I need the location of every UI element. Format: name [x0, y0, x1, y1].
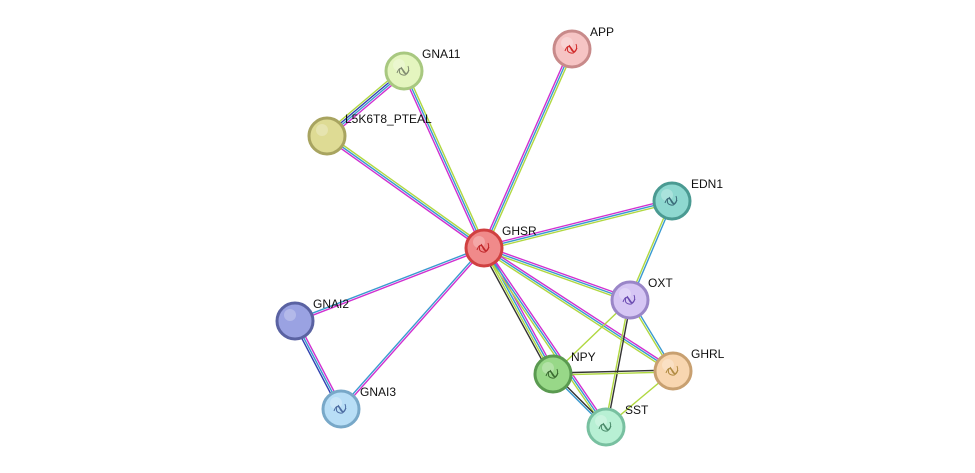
node-label: GNAI2 [313, 297, 349, 311]
edge-ghsr-edn1[interactable] [483, 198, 673, 251]
node-sst[interactable]: SST [586, 403, 649, 447]
node-circle[interactable] [652, 181, 692, 221]
edge-oxt-sst[interactable] [604, 299, 632, 428]
node-highlight [316, 124, 328, 136]
edge-strand [403, 70, 485, 249]
node-edn1[interactable]: EDN1 [652, 177, 723, 221]
edge-strand [483, 198, 672, 247]
node-highlight [542, 362, 554, 374]
node-label: SST [625, 403, 649, 417]
node-circle[interactable] [610, 280, 650, 320]
node-label: GNA11 [422, 47, 461, 61]
edge-ghsr-gna11[interactable] [401, 69, 487, 250]
node-highlight [662, 359, 674, 371]
node-label: L5K6T8_PTEAL [345, 112, 432, 126]
edge-strand [483, 249, 630, 303]
node-app[interactable]: APP [552, 25, 614, 69]
edge-strand [482, 249, 673, 374]
edge-ghsr-npy[interactable] [480, 246, 557, 376]
edge-strand [483, 200, 673, 249]
node-highlight [330, 397, 342, 409]
edge-strand [484, 245, 675, 370]
edge-ghsr-sst[interactable] [481, 246, 609, 429]
edge-strand [486, 246, 557, 373]
node-l5k6t8_pteal[interactable]: L5K6T8_PTEAL [307, 112, 432, 156]
node-gnai2[interactable]: GNAI2 [275, 297, 349, 341]
edge-strand [295, 248, 485, 323]
node-highlight [561, 37, 573, 49]
edge-strand [483, 247, 631, 301]
edge-ghsr-ghrl[interactable] [482, 245, 675, 374]
node-highlight [473, 236, 485, 248]
node-circle[interactable] [321, 389, 361, 429]
node-label: EDN1 [691, 177, 723, 191]
node-label: NPY [571, 350, 596, 364]
node-highlight [619, 288, 631, 300]
node-gna11[interactable]: GNA11 [384, 47, 461, 91]
edge-strand [485, 246, 609, 427]
node-npy[interactable]: NPY [533, 350, 596, 394]
edge-strand [483, 48, 573, 249]
node-ghsr[interactable]: GHSR [464, 224, 537, 268]
edge-strand [482, 248, 553, 375]
edge-ghsr-app[interactable] [481, 47, 575, 250]
edge-strand [483, 247, 674, 372]
node-label: GHSR [502, 224, 537, 238]
edge-strand [341, 248, 486, 411]
edge-strand [325, 137, 484, 251]
node-circle[interactable] [307, 116, 347, 156]
edge-ghsr-gnai3[interactable] [339, 246, 486, 411]
node-circle[interactable] [586, 407, 626, 447]
node-label: GNAI3 [360, 385, 396, 399]
node-circle[interactable] [653, 351, 693, 391]
edge-strand [552, 369, 673, 374]
node-ghrl[interactable]: GHRL [653, 347, 725, 391]
node-oxt[interactable]: OXT [610, 276, 673, 320]
node-label: GHRL [691, 347, 725, 361]
edge-strand [606, 300, 632, 428]
node-label: OXT [648, 276, 673, 290]
node-highlight [393, 59, 405, 71]
edge-strand [553, 371, 674, 376]
edge-ghsr-oxt[interactable] [483, 245, 631, 303]
edge-strand [483, 247, 607, 428]
edge-strand [401, 71, 483, 250]
edge-npy-ghrl[interactable] [552, 369, 674, 376]
node-label: APP [590, 25, 614, 39]
node-circle[interactable] [464, 228, 504, 268]
node-highlight [661, 189, 673, 201]
edge-strand [327, 133, 486, 247]
edge-strand [485, 49, 575, 250]
node-circle[interactable] [533, 354, 573, 394]
edge-strand [326, 135, 485, 249]
node-highlight [595, 415, 607, 427]
edge-strand [339, 246, 484, 409]
edge-strand [480, 249, 551, 376]
edge-strand [481, 47, 571, 248]
edge-strand [294, 246, 484, 321]
node-circle[interactable] [552, 29, 592, 69]
edge-strand [484, 202, 673, 251]
edge-strand [484, 245, 631, 299]
edge-ghsr-gnai2[interactable] [294, 246, 485, 323]
node-circle[interactable] [384, 51, 424, 91]
edge-ghsr-l5k6t8_pteal[interactable] [325, 133, 486, 251]
edge-strand [604, 299, 630, 427]
node-gnai3[interactable]: GNAI3 [321, 385, 396, 429]
edge-strand [481, 248, 605, 429]
node-circle[interactable] [275, 301, 315, 341]
edge-strand [405, 69, 487, 248]
node-highlight [284, 309, 296, 321]
